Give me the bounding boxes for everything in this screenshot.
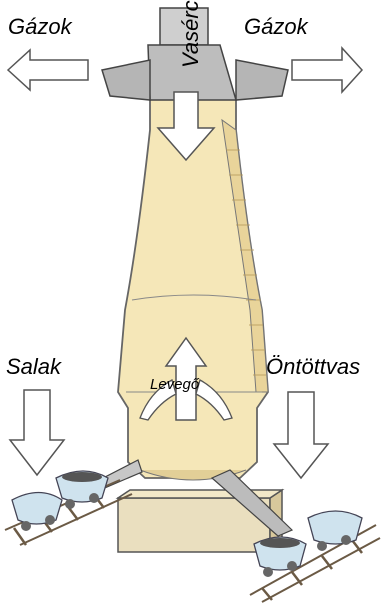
cast-iron-arrow bbox=[274, 392, 328, 478]
gases-left-label: Gázok bbox=[8, 14, 72, 40]
gases-right-label: Gázok bbox=[244, 14, 308, 40]
iron-cart-1 bbox=[254, 537, 306, 577]
slag-arrow bbox=[10, 390, 64, 475]
slag-label: Salak bbox=[6, 354, 61, 380]
iron-cart-2 bbox=[308, 511, 362, 551]
slag-cart-1 bbox=[12, 493, 62, 532]
ore-label: Vasérc bbox=[178, 0, 204, 68]
gases-left-arrow bbox=[8, 50, 88, 90]
air-label: Levegő bbox=[150, 376, 199, 393]
gases-right-arrow bbox=[292, 48, 362, 92]
furnace-body bbox=[118, 98, 268, 480]
cast-iron-label: Öntöttvas bbox=[266, 354, 360, 380]
